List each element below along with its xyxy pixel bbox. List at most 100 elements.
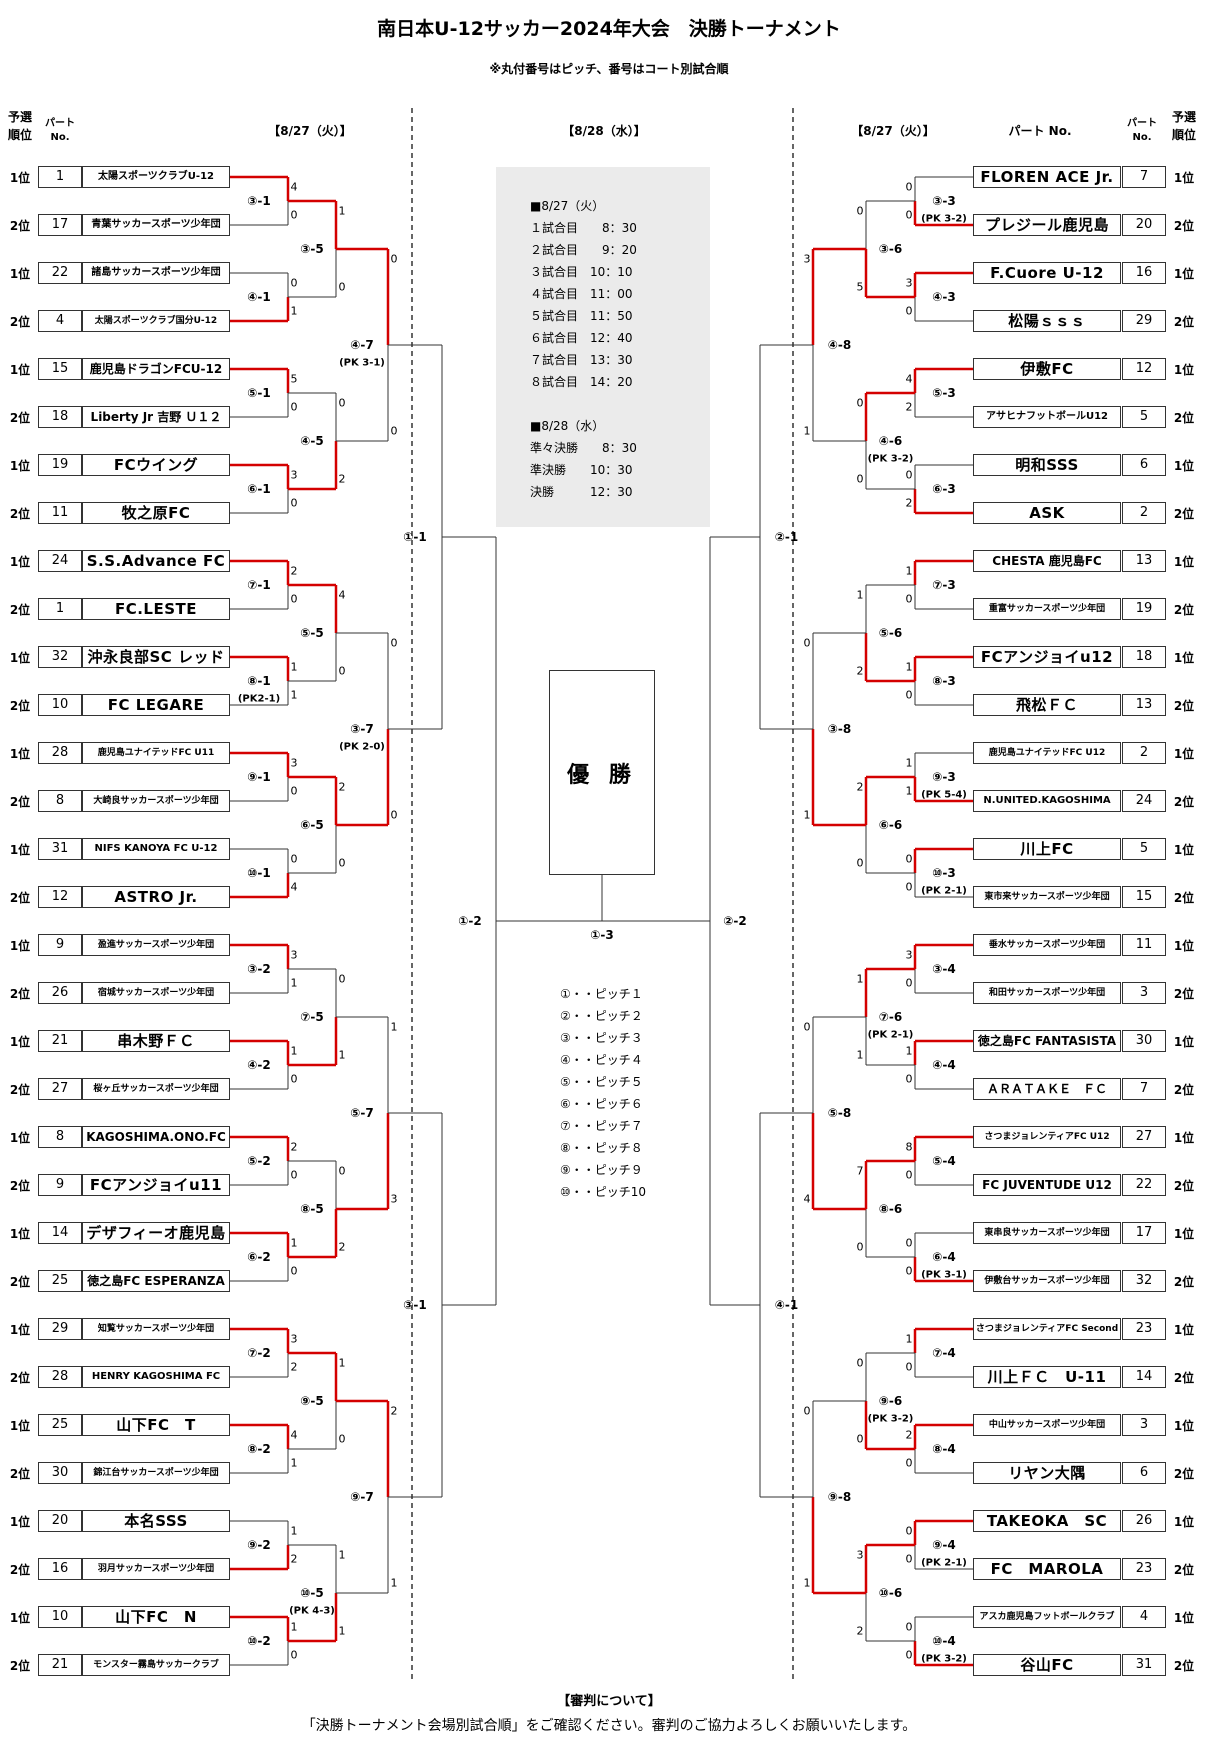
score: 1 xyxy=(290,304,298,318)
score: 0 xyxy=(856,1240,864,1254)
team-part-no: 19 xyxy=(1122,598,1166,620)
team-part-no: 9 xyxy=(38,1174,82,1196)
match-label: ⑥-2 xyxy=(247,1250,271,1264)
team-rank: 2位 xyxy=(9,1083,31,1097)
score: 1 xyxy=(338,1548,346,1562)
score: 0 xyxy=(290,592,298,606)
match-label: ③-8 xyxy=(827,722,852,736)
team-part-no: 2 xyxy=(1122,502,1166,524)
score: 0 xyxy=(338,1432,346,1446)
team-part-no: 31 xyxy=(1122,1654,1166,1676)
team-part-no: 22 xyxy=(1122,1174,1166,1196)
team-rank: 1位 xyxy=(1173,1323,1195,1337)
score: 0 xyxy=(290,400,298,414)
team-rank: 1位 xyxy=(1173,747,1195,761)
match-label: ⑧-3 xyxy=(932,674,956,688)
score: 0 xyxy=(803,1020,811,1034)
team-part-no: 7 xyxy=(1122,166,1166,188)
champion-box: 優 勝 xyxy=(549,670,655,875)
match-label: ⑧-5 xyxy=(300,1202,324,1216)
pk-score: (PK 2-1) xyxy=(867,1029,914,1041)
match-label: ④-8 xyxy=(827,338,852,352)
score: 1 xyxy=(803,1576,811,1590)
team-rank: 1位 xyxy=(9,939,31,953)
team-rank: 2位 xyxy=(9,699,31,713)
score: 0 xyxy=(905,852,913,866)
team-rank: 1位 xyxy=(1173,651,1195,665)
team-rank: 2位 xyxy=(1173,795,1195,809)
score: 1 xyxy=(290,1456,298,1470)
team-rank: 1位 xyxy=(9,363,31,377)
match-label: ③-6 xyxy=(878,242,903,256)
schedule-line: ２試合目 9：20 xyxy=(530,243,637,257)
team-name: 松陽ｓｓｓ xyxy=(973,310,1121,332)
pk-score: (PK 3-1) xyxy=(921,1269,967,1281)
pitch-legend-item: ⑨・・ピッチ９ xyxy=(560,1163,643,1177)
team-rank: 1位 xyxy=(9,1227,31,1241)
score: 0 xyxy=(390,808,398,822)
team-part-no: 1 xyxy=(38,166,82,188)
score: 3 xyxy=(290,756,298,770)
team-part-no: 12 xyxy=(1122,358,1166,380)
match-label: ④-7 xyxy=(350,338,374,352)
score: 1 xyxy=(803,424,811,438)
team-name: 桜ヶ丘サッカースポーツ少年団 xyxy=(82,1078,230,1100)
score: 0 xyxy=(905,1168,913,1182)
team-rank: 2位 xyxy=(9,603,31,617)
team-name: F.Cuore U-12 xyxy=(973,262,1121,284)
pk-score: (PK 3-2) xyxy=(921,1653,967,1665)
score: 0 xyxy=(338,280,346,294)
score: 0 xyxy=(856,1432,864,1446)
team-name: アスカ鹿児島フットボールクラブ xyxy=(973,1606,1121,1628)
score: 0 xyxy=(338,396,346,410)
team-rank: 1位 xyxy=(9,267,31,281)
score: 1 xyxy=(390,1576,398,1590)
schedule-line: 決勝 12：30 xyxy=(530,485,633,499)
team-name: ASTRO Jr. xyxy=(82,886,230,908)
match-label: ⑥-6 xyxy=(878,818,903,832)
pk-score: (PK 3-2) xyxy=(921,213,967,225)
schedule-line: 準決勝 10：30 xyxy=(530,463,633,477)
pitch-legend-item: ③・・ピッチ３ xyxy=(560,1031,643,1045)
match-label: ⑦-2 xyxy=(247,1346,271,1360)
header-date-left: 【8/27（火）】 xyxy=(268,124,352,138)
team-name: FC JUVENTUDE U12 xyxy=(973,1174,1121,1196)
team-name: FCアンジョイu11 xyxy=(82,1174,230,1196)
match-label: ⑨-6 xyxy=(878,1394,903,1408)
score: 0 xyxy=(905,1456,913,1470)
team-name: デザフィーオ鹿児島 xyxy=(82,1222,230,1244)
score: 0 xyxy=(905,592,913,606)
score: 2 xyxy=(905,400,913,414)
score: 0 xyxy=(803,1404,811,1418)
score: 2 xyxy=(856,1624,864,1638)
score: 2 xyxy=(338,780,346,794)
score: 1 xyxy=(338,1356,346,1370)
header-part-right: パート No. xyxy=(1008,124,1072,138)
team-rank: 2位 xyxy=(9,795,31,809)
match-label: ③-5 xyxy=(300,242,324,256)
score: 1 xyxy=(290,1620,298,1634)
score: 0 xyxy=(290,276,298,290)
score: 3 xyxy=(290,948,298,962)
team-rank: 2位 xyxy=(1173,315,1195,329)
score: 0 xyxy=(905,1236,913,1250)
team-part-no: 28 xyxy=(38,1366,82,1388)
page-title: 南日本U-12サッカー2024年大会 決勝トーナメント xyxy=(377,18,841,40)
score: 3 xyxy=(905,276,913,290)
match-label: ④-2 xyxy=(247,1058,271,1072)
match-label: ④-1 xyxy=(774,1298,799,1312)
team-part-no: 27 xyxy=(1122,1126,1166,1148)
team-name: さつまジョレンティアFC Second xyxy=(973,1318,1121,1340)
team-name: FCウイング xyxy=(82,454,230,476)
score: 3 xyxy=(290,1332,298,1346)
pk-score: (PK 3-1) xyxy=(339,357,385,369)
team-name: 伊敷台サッカースポーツ少年団 xyxy=(973,1270,1121,1292)
score: 1 xyxy=(905,1332,913,1346)
team-rank: 1位 xyxy=(9,1035,31,1049)
team-rank: 1位 xyxy=(1173,171,1195,185)
score: 1 xyxy=(290,1044,298,1058)
team-part-no: 23 xyxy=(1122,1318,1166,1340)
team-part-no: 24 xyxy=(1122,790,1166,812)
match-label: ④-3 xyxy=(932,290,956,304)
